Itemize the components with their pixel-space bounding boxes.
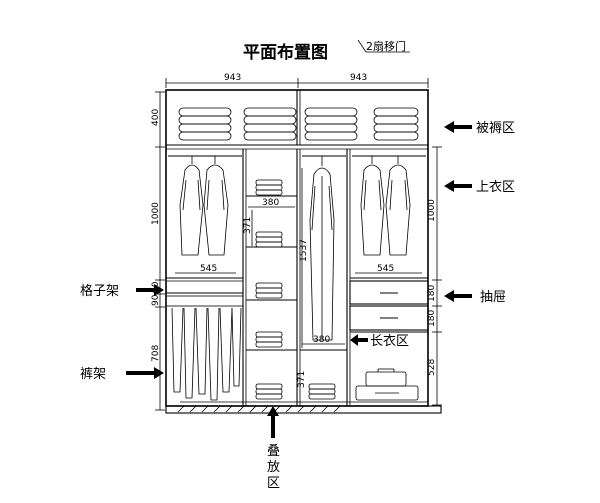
- zone-drawer: 抽屉: [444, 290, 506, 305]
- dim-rack-height-b: 90: [151, 294, 161, 306]
- arrow-right-icon: [126, 367, 164, 379]
- dim-top-left-width: 943: [224, 73, 241, 83]
- inner-dimensions: 545 545 380 380 371 371 1537: [175, 168, 422, 400]
- zone-label-folding-3: 区: [267, 476, 280, 491]
- long-coat: [309, 156, 335, 341]
- dim-shelf-width-top: 380: [262, 198, 279, 208]
- zone-label-pants-rack: 裤架: [80, 367, 106, 382]
- zone-label-grid-rack: 格子架: [80, 283, 119, 299]
- arrow-left-icon: [444, 121, 472, 133]
- zone-label-folding-2: 放: [267, 460, 280, 475]
- right-dimensions: 1000 180 180 528: [427, 146, 442, 406]
- dim-shelf-width-bottom: 380: [313, 335, 330, 345]
- zone-upper-clothes: 上衣区: [444, 179, 515, 195]
- dim-bottom-right-height: 528: [427, 359, 437, 376]
- folded-quilts: [178, 107, 419, 141]
- dim-quilt-height: 400: [151, 109, 161, 126]
- dim-center-height-a: 371: [243, 217, 253, 234]
- folded-clothes: [255, 179, 336, 400]
- suitcases: [355, 368, 419, 401]
- title-bracket: [357, 39, 410, 53]
- zone-label-upper-clothes: 上衣区: [476, 179, 515, 195]
- zone-label-quilt: 被褥区: [476, 121, 515, 136]
- dim-drawer-height-a: 180: [427, 285, 437, 302]
- dim-shelf-depth-right: 545: [377, 264, 394, 274]
- zone-long-clothes: 长衣区: [350, 333, 409, 349]
- arrow-left-icon: [350, 334, 368, 346]
- dim-upper-left-height: 1000: [151, 202, 161, 225]
- dim-top-right-width: 943: [350, 73, 367, 83]
- dim-upper-right-height: 1000: [427, 199, 437, 222]
- zone-label-drawer: 抽屉: [480, 290, 506, 305]
- zone-label-folding-1: 叠: [267, 444, 280, 459]
- arrow-up-icon: [267, 406, 279, 438]
- arrow-left-icon: [444, 290, 472, 302]
- base-hatch: [177, 405, 341, 413]
- wardrobe-body: [165, 89, 442, 414]
- dim-center-height-b: 371: [297, 371, 307, 388]
- dim-drawer-height-b: 180: [427, 310, 437, 327]
- zone-grid-rack: 格子架: [80, 283, 164, 299]
- page-title: 平面布置图: [243, 42, 328, 63]
- dim-long-hang-height: 1537: [299, 239, 309, 262]
- top-dimension: 943 943: [165, 73, 429, 88]
- zone-folding: 叠 放 区: [267, 406, 280, 491]
- zone-pants-rack: 裤架: [80, 367, 164, 382]
- left-dimensions: 400 1000 90 90 708: [151, 91, 165, 411]
- arrow-right-icon: [136, 284, 164, 296]
- dim-pants-height: 708: [151, 345, 161, 362]
- hanging-jackets-right: [360, 156, 411, 256]
- hanging-jackets-left: [179, 156, 229, 256]
- page-subtitle: 2扇移门: [366, 39, 406, 53]
- arrow-left-icon: [444, 180, 472, 192]
- zone-quilt: 被褥区: [444, 121, 515, 136]
- zone-label-long-clothes: 长衣区: [370, 333, 409, 349]
- hanging-pants: [171, 307, 242, 401]
- dim-shelf-depth-left: 545: [200, 264, 217, 274]
- drawer-handles: [380, 292, 398, 319]
